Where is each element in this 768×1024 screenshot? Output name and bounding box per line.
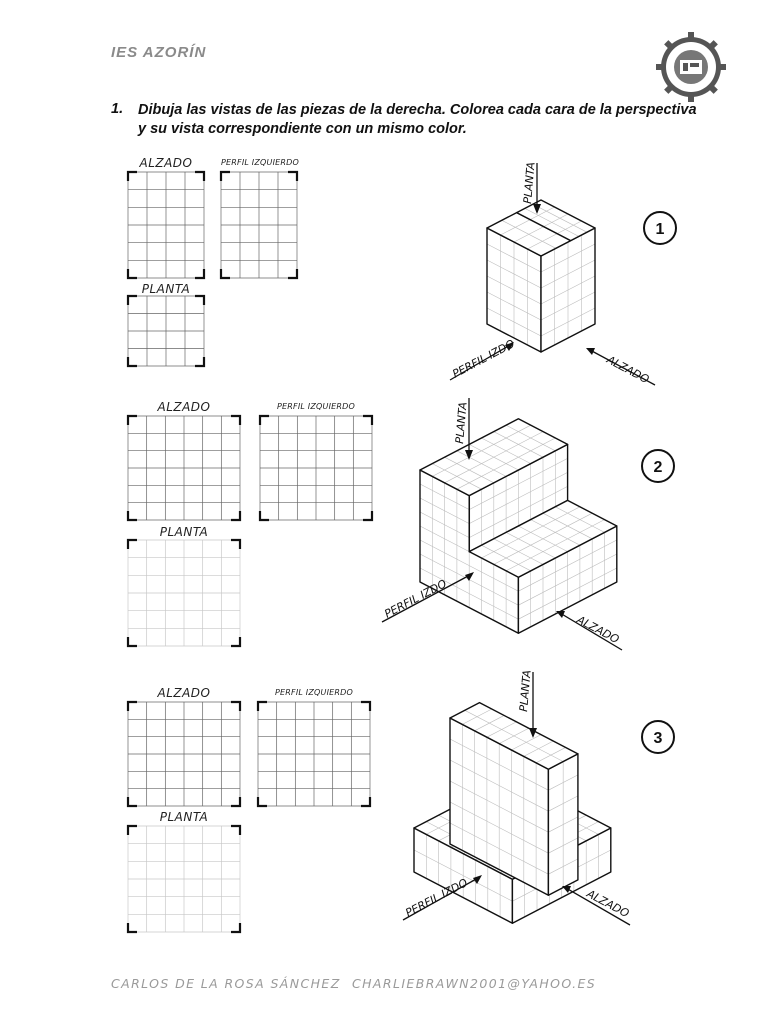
- planta-label-2: PLANTA: [159, 525, 209, 539]
- alzado-arrow-label-3: ALZADO: [584, 887, 632, 921]
- piece-2: [419, 418, 618, 634]
- planta-arrow-label-1: PLANTA: [521, 162, 538, 205]
- alzado-grid-1: [126, 170, 206, 280]
- exercise-number: 1.: [111, 101, 124, 117]
- school-name: IES AZORÍN: [111, 44, 207, 61]
- piece-2-number: 2: [641, 449, 675, 483]
- perfil-grid-2: [258, 414, 374, 522]
- gear-icon: [656, 32, 726, 102]
- exercise-text: Dibuja las vistas de las piezas de la de…: [138, 102, 697, 137]
- perfil-arrow-label-2: PERFIL IZDO: [382, 577, 449, 621]
- piece-1: [486, 199, 596, 353]
- department-logo: [656, 32, 726, 102]
- alzado-arrow-label-1: ALZADO: [604, 353, 652, 387]
- alzado-arrow-label-2: ALZADO: [574, 613, 622, 647]
- footer-email: CHARLIEBRAWN2001@YAHOO.ES: [352, 976, 597, 991]
- perfil-arrow-label-1: PERFIL IZDO: [450, 337, 517, 381]
- piece-3: [413, 701, 612, 924]
- planta-arrow-label-2: PLANTA: [453, 402, 470, 445]
- planta-label-3: PLANTA: [159, 810, 209, 824]
- perfil-grid-3: [256, 700, 372, 808]
- planta-grid-3: [126, 824, 242, 934]
- planta-label-1: PLANTA: [141, 282, 191, 296]
- alzado-grid-3: [126, 700, 242, 808]
- piece-1-number: 1: [643, 211, 677, 245]
- planta-grid-2: [126, 538, 242, 648]
- piece-number-1: 1: [656, 221, 665, 238]
- alzado-label-3: ALZADO: [157, 686, 211, 700]
- perfil-label-3: PERFIL IZQUIERDO: [274, 688, 354, 697]
- piece-number-2: 2: [654, 459, 663, 476]
- alzado-label-1: ALZADO: [139, 156, 193, 170]
- perfil-label-2: PERFIL IZQUIERDO: [276, 402, 356, 411]
- footer-author: CARLOS DE LA ROSA SÁNCHEZ: [111, 976, 341, 991]
- piece-3-number: 3: [641, 720, 675, 754]
- alzado-label-2: ALZADO: [157, 400, 211, 414]
- piece-number-3: 3: [654, 730, 663, 747]
- perfil-label-1: PERFIL IZQUIERDO: [220, 158, 300, 167]
- planta-arrow-label-3: PLANTA: [517, 670, 534, 713]
- planta-grid-1: [126, 294, 206, 368]
- alzado-grid-2: [126, 414, 242, 522]
- perfil-grid-1: [219, 170, 299, 280]
